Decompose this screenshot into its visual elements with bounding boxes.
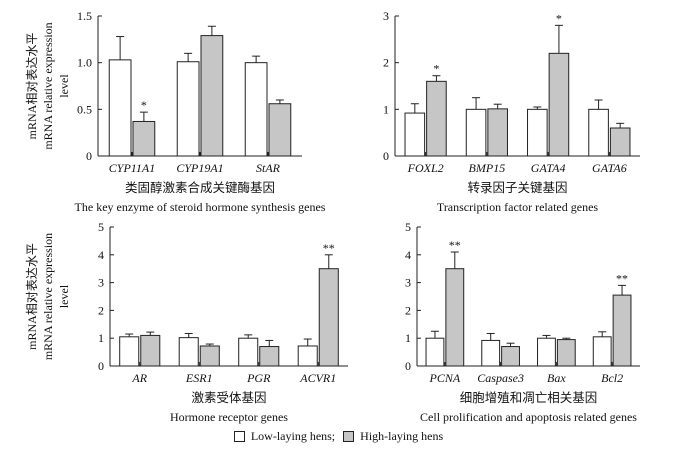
y-tick-label: 0 [86,149,92,163]
bar-CYP11A1-low [108,59,132,157]
legend: Low-laying hens; High-laying hens [0,425,677,447]
bar-Bcl2-high [612,294,632,367]
x-axis-title-cn: 转录因子关键基因 [467,180,567,195]
category-label: FOXL2 [407,161,444,175]
category-label: Bcl2 [601,371,623,385]
y-axis-title-cn: mRNA相对表达水平 [25,33,39,140]
category-label: GATA4 [531,161,566,175]
legend-swatch-low [233,430,245,442]
x-axis-title-cn: 类固醇激素合成关键酶基因 [125,180,275,195]
legend-item-low: Low-laying hens; [233,428,336,444]
y-tick-label: 3 [98,276,104,290]
significance-marker: ** [616,271,628,285]
bar-ACVR1-high [318,268,339,367]
category-label: ESR1 [185,371,213,385]
bar-Bcl2-low [592,336,612,367]
bar-StAR-high [268,103,292,157]
bar-GATA6-low [588,108,609,157]
y-tick-label: 2 [383,56,389,70]
bar-ESR1-low [178,337,199,367]
y-tick-label: 4 [405,248,411,262]
bar-PCNA-low [425,337,445,367]
y-tick-label: 0 [405,359,411,373]
bar-Bax-high [556,339,576,367]
y-tick-label: 1.0 [77,56,92,70]
chart-panel-3: 0 1 2 3 4 5AR ESR1 PGR ACVR1 ** 激素受体基因 Hormone rece… [25,220,348,424]
y-tick-label: 2 [98,303,104,317]
y-tick-label: 4 [98,248,104,262]
category-label: Caspase3 [477,371,524,385]
bar-AR-low [119,336,140,367]
y-tick-label: 0.5 [77,102,92,116]
bar-PGR-low [238,337,259,367]
legend-item-high: High-laying hens [343,429,443,444]
y-tick-label: 1 [383,102,389,116]
bar-PCNA-high [445,268,465,367]
bar-StAR-low [244,62,268,157]
bar-GATA4-high [548,52,570,157]
x-axis-title-cn: 激素受体基因 [191,391,266,405]
bar-GATA4-low [527,108,548,157]
bar-CYP19A1-high [200,35,224,157]
bar-ACVR1-low [297,345,318,367]
significance-marker: ** [449,238,461,252]
bar-FOXL2-high [426,80,447,157]
bar-CYP11A1-high [132,120,156,157]
y-axis-title-cn: mRNA相对表达水平 [25,243,39,350]
y-tick-label: 3 [383,9,389,23]
x-axis-title-en: Cell prolification and apoptosis related… [420,410,637,424]
category-label: PCNA [429,371,461,385]
category-label: Bax [547,371,566,385]
y-tick-label: 1 [98,331,104,345]
category-label: StAR [256,161,281,175]
legend-swatch-high [343,430,355,442]
legend-label-high: High-laying hens [360,428,444,443]
y-tick-label: 0 [383,149,389,163]
x-axis-title-cn: 细胞增殖和凋亡相关基因 [460,390,598,405]
y-tick-label: 2 [405,303,411,317]
y-axis-title-en2: level [57,74,71,98]
category-label: CYP19A1 [176,161,223,175]
bar-BMP15-high [487,108,508,157]
y-tick-label: 5 [98,220,104,234]
category-label: PGR [246,371,271,385]
bar-Caspase3-low [481,339,501,367]
bar-AR-high [140,334,161,367]
bar-Bax-low [537,337,556,367]
bar-Caspase3-high [501,346,520,367]
y-tick-label: 1.5 [77,9,92,23]
y-tick-label: 0 [98,359,104,373]
category-label: AR [131,371,147,385]
category-label: ACVR1 [299,371,336,385]
y-tick-label: 1 [405,331,411,345]
bar-PGR-high [259,346,280,367]
y-axis-title-en: mRNA relative expression [41,22,55,149]
bar-FOXL2-low [404,112,426,157]
category-label: CYP11A1 [109,161,155,175]
legend-label-low: Low-laying hens; [250,428,336,443]
y-tick-label: 5 [405,220,411,234]
category-label: GATA6 [592,161,627,175]
bar-BMP15-low [465,108,487,157]
y-axis-title-en: mRNA relative expression [41,233,55,360]
x-axis-title-en: Hormone receptor genes [170,410,288,424]
bar-CYP19A1-low [176,61,200,157]
bar-GATA6-high [609,127,631,157]
significance-marker: * [556,11,562,25]
significance-marker: * [433,62,439,76]
significance-marker: ** [323,241,335,255]
y-axis-title-en2: level [57,284,71,308]
significance-marker: * [141,98,147,112]
x-axis-title-en: Transcription factor related genes [437,200,598,214]
x-axis-title-en: The key enzyme of steroid hormone synthe… [75,200,326,214]
bar-ESR1-high [199,345,220,367]
category-label: BMP15 [469,161,506,175]
y-tick-label: 3 [405,276,411,290]
